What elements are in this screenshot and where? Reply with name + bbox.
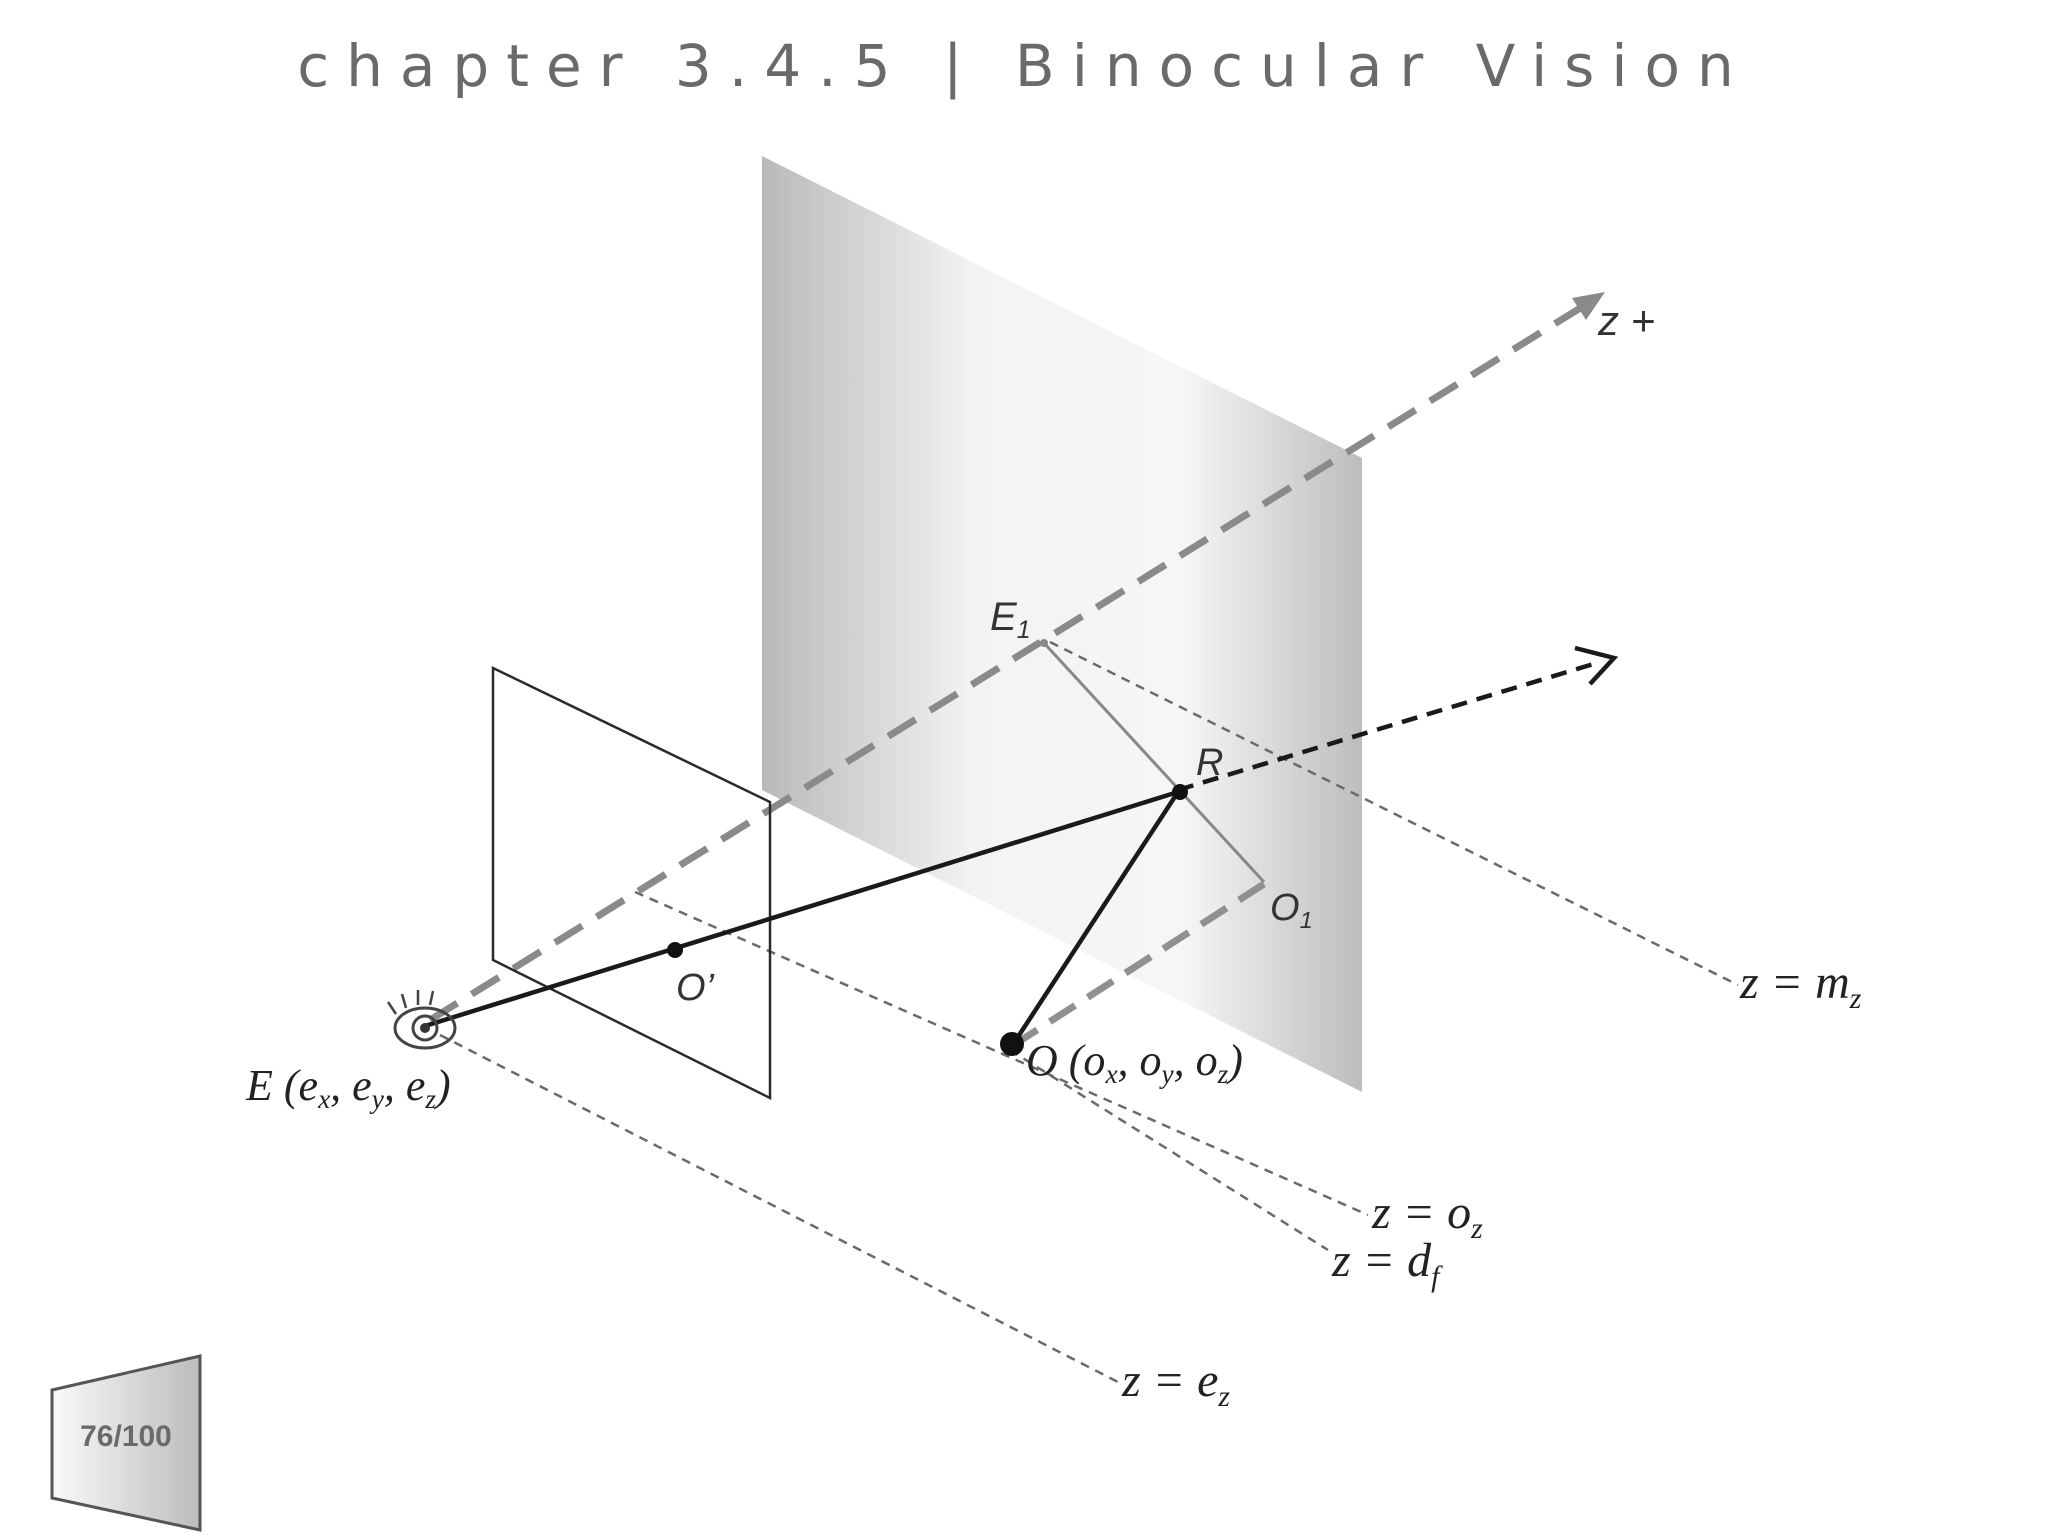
label-E-coords: E (ex, ey, ez) [245, 1061, 451, 1114]
eye-icon [386, 990, 457, 1050]
z-axis-arrowhead [1572, 292, 1605, 320]
label-z-df: z = df [1331, 1234, 1443, 1293]
ray-O-to-R [1010, 790, 1180, 1048]
label-O1: O1 [1270, 887, 1313, 933]
reflected-ray [1177, 659, 1601, 793]
label-O-prime: O’ [676, 967, 715, 1009]
point-E1 [1040, 639, 1048, 647]
label-E1: E1 [990, 595, 1030, 644]
label-z-mz: z = mz [1739, 956, 1862, 1015]
label-z-ez: z = ez [1121, 1354, 1230, 1413]
page-number: 76/100 [80, 1420, 172, 1453]
guide-line-ez [439, 1033, 1119, 1384]
label-z-oz: z = oz [1371, 1186, 1483, 1245]
label-z-plus: z + [1597, 297, 1655, 344]
point-O-prime [667, 942, 683, 958]
reflected-ray-arrowhead [1574, 645, 1619, 686]
line-E1-O1 [1042, 641, 1266, 884]
label-R: R [1196, 742, 1223, 784]
guide-line-mz [1049, 640, 1739, 987]
slide-title: chapter 3.4.5 | Binocular Vision [297, 32, 1751, 100]
ray-eye-to-R [424, 789, 1179, 1029]
page-indicator-shape [50, 1354, 202, 1532]
point-R [1172, 784, 1188, 800]
projection-panel [762, 156, 1362, 1092]
guide-line-oz [634, 890, 1369, 1217]
line-O-O1 [1010, 881, 1266, 1049]
image-plane [491, 666, 772, 1101]
label-O-coords: O (ox, oy, oz) [1026, 1036, 1243, 1089]
point-O [1000, 1032, 1024, 1056]
z-axis [428, 299, 1592, 1023]
